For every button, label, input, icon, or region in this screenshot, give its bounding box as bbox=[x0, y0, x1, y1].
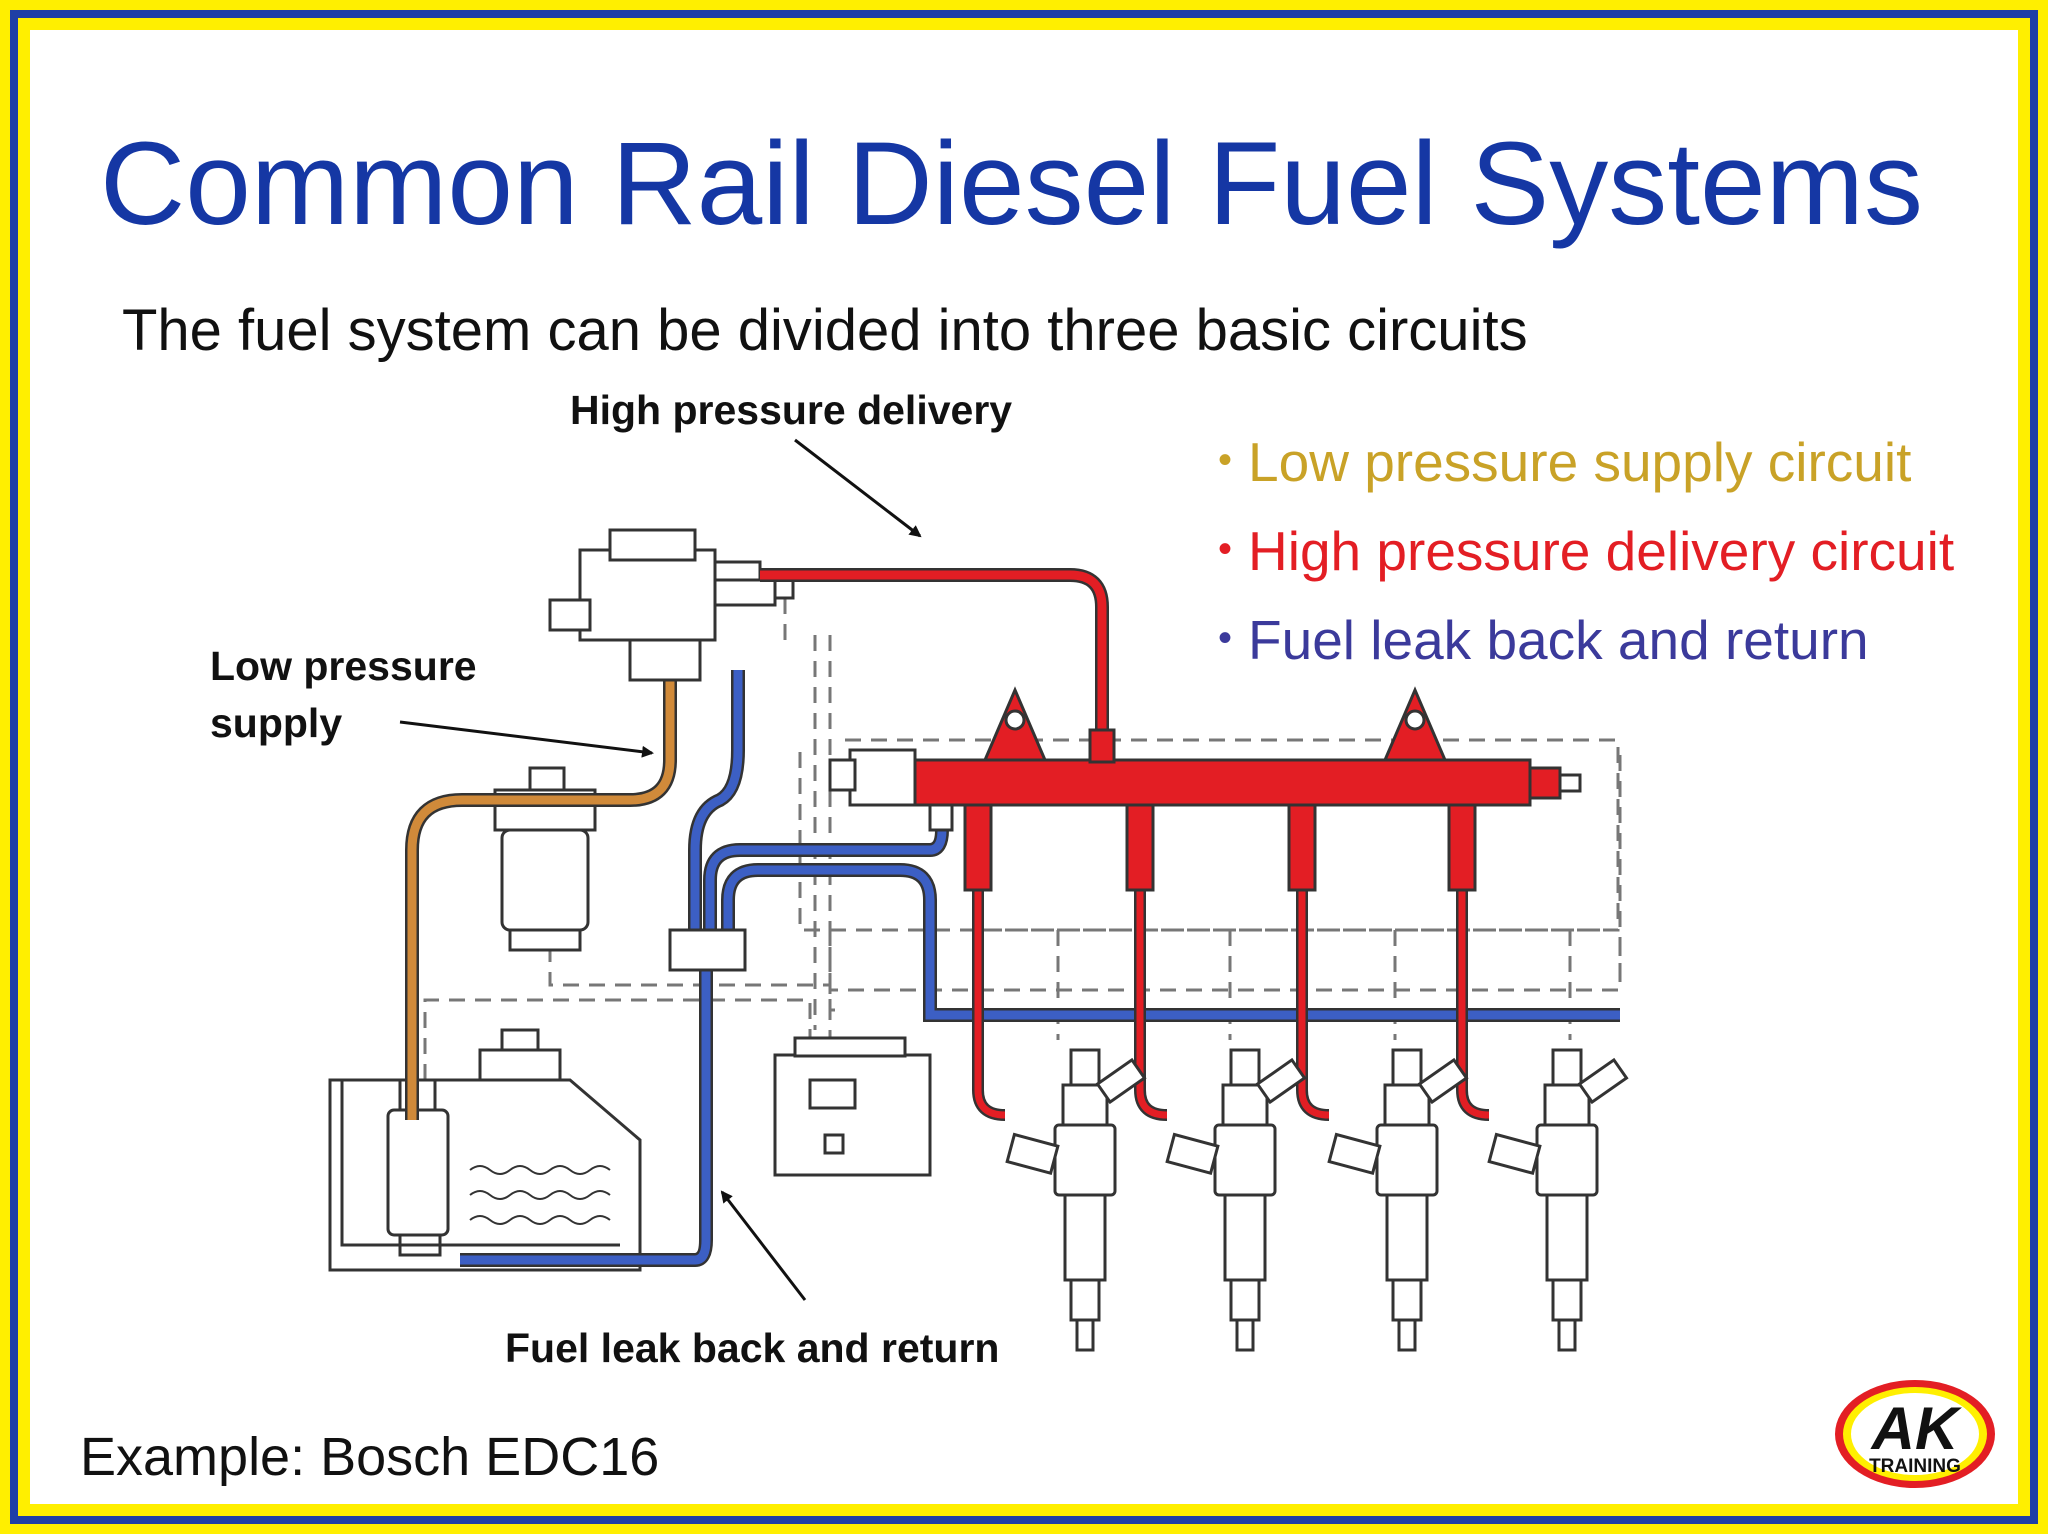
legend-item-high-pressure: •High pressure delivery circuit bbox=[1218, 524, 1954, 613]
logo-text-ak: AK bbox=[1870, 1395, 1962, 1462]
common-rail bbox=[828, 686, 1582, 892]
injector bbox=[1005, 1048, 1147, 1352]
logo-text-training: TRAINING bbox=[1869, 1456, 1961, 1477]
injector bbox=[1165, 1048, 1307, 1352]
label-high-pressure-delivery: High pressure delivery bbox=[570, 387, 1013, 433]
engine-control-unit bbox=[773, 1036, 932, 1177]
slide-canvas: Common Rail Diesel Fuel Systems The fuel… bbox=[30, 30, 2018, 1504]
label-low-pressure-supply: Low pressure supply bbox=[210, 638, 477, 753]
legend-bullet: • bbox=[1218, 527, 1233, 571]
legend-item-low-pressure: •Low pressure supply circuit bbox=[1218, 435, 1954, 524]
fuel-tank bbox=[328, 1028, 642, 1272]
legend-text: Fuel leak back and return bbox=[1248, 609, 1869, 671]
fuel-injectors bbox=[1005, 1048, 1629, 1352]
high-pressure-pipe bbox=[760, 568, 1109, 750]
label-low-pressure-line2: supply bbox=[210, 700, 343, 747]
label-fuel-leak-back: Fuel leak back and return bbox=[505, 1325, 1000, 1371]
label-low-pressure-line1: Low pressure bbox=[210, 643, 477, 689]
slide-subtitle: The fuel system can be divided into thre… bbox=[122, 298, 1528, 363]
legend-bullet: • bbox=[1218, 438, 1233, 482]
legend-bullet: • bbox=[1218, 616, 1233, 660]
wiring-harness bbox=[423, 588, 1622, 1080]
circuit-legend: •Low pressure supply circuit •High press… bbox=[1218, 435, 1954, 702]
legend-text: Low pressure supply circuit bbox=[1248, 431, 1912, 493]
ak-training-logo: AK TRAINING bbox=[1835, 1380, 1995, 1488]
return-pipes bbox=[460, 670, 1620, 1267]
injector bbox=[1327, 1048, 1469, 1352]
injector-feed-pipes bbox=[972, 890, 1490, 1121]
return-junction bbox=[668, 928, 747, 972]
example-caption: Example: Bosch EDC16 bbox=[80, 1427, 660, 1487]
fuel-system-diagram bbox=[328, 438, 1629, 1352]
injector bbox=[1487, 1048, 1629, 1352]
annotation-arrows bbox=[399, 438, 922, 1301]
legend-item-return: •Fuel leak back and return bbox=[1218, 613, 1954, 702]
legend-text: High pressure delivery circuit bbox=[1248, 520, 1955, 582]
high-pressure-pump bbox=[548, 528, 795, 682]
slide-title: Common Rail Diesel Fuel Systems bbox=[100, 118, 1923, 250]
